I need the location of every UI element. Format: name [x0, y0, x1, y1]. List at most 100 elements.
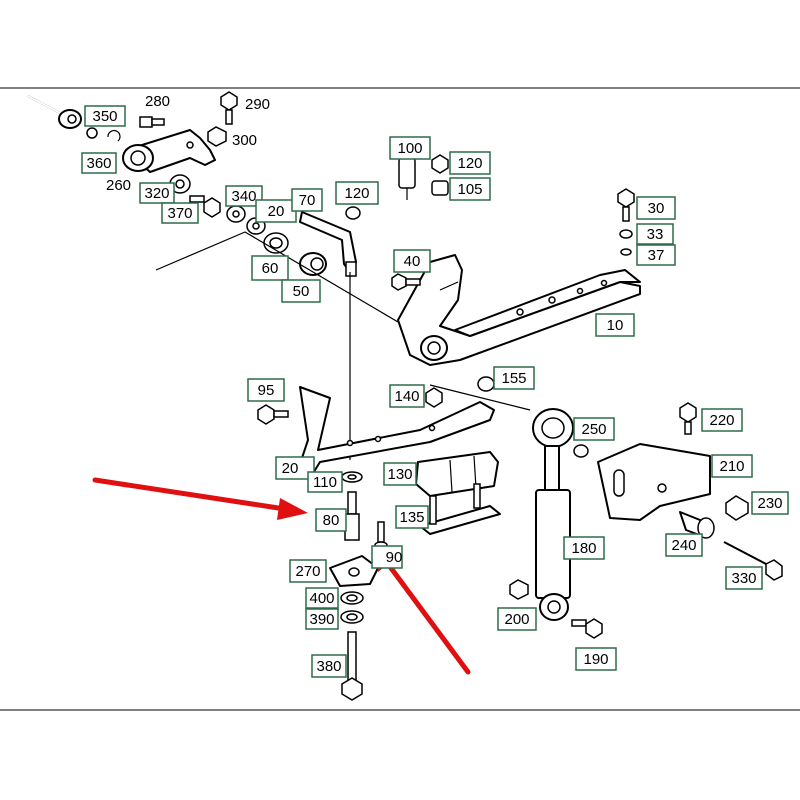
callout-37: 37 [636, 244, 676, 266]
svg-text:50: 50 [293, 283, 310, 300]
svg-text:360: 360 [86, 155, 111, 172]
callout-20-bottom: 20 [275, 456, 315, 480]
svg-text:10: 10 [607, 317, 624, 334]
mount-plate-135 [419, 483, 501, 535]
stud-80 [344, 491, 360, 541]
svg-text:90: 90 [386, 549, 403, 566]
callout-340: 340 [225, 185, 263, 207]
svg-text:95: 95 [258, 382, 275, 399]
svg-text:400: 400 [309, 590, 334, 607]
svg-text:20: 20 [282, 460, 299, 477]
svg-text:280: 280 [145, 93, 170, 110]
callout-135: 135 [395, 505, 429, 529]
svg-text:120: 120 [457, 155, 482, 172]
callout-370: 370 [161, 202, 199, 224]
callout-33: 33 [636, 223, 674, 245]
svg-text:37: 37 [648, 247, 665, 264]
callout-360: 360 [81, 152, 117, 174]
bracket-210 [597, 443, 711, 521]
bolt-380 [341, 631, 363, 701]
callout-60: 60 [251, 255, 289, 281]
callout-280: 280 [145, 93, 170, 110]
svg-text:30: 30 [648, 200, 665, 217]
callout-95: 95 [247, 378, 285, 402]
svg-text:370: 370 [167, 205, 192, 222]
svg-text:250: 250 [581, 421, 606, 438]
svg-text:33: 33 [647, 226, 664, 243]
strut-180 [532, 408, 574, 621]
svg-text:140: 140 [394, 388, 419, 405]
callout-190: 190 [575, 647, 617, 671]
callout-330: 330 [725, 566, 763, 590]
callouts: 350 360 320 370 340 20 70 120 100 120 10… [81, 93, 789, 678]
svg-text:60: 60 [262, 260, 279, 277]
svg-text:220: 220 [709, 412, 734, 429]
callout-30: 30 [636, 196, 676, 220]
callout-320: 320 [139, 182, 175, 204]
ring-155 [477, 376, 495, 392]
svg-text:40: 40 [404, 253, 421, 270]
svg-text:300: 300 [232, 132, 257, 149]
callout-40: 40 [393, 249, 431, 273]
bolt-290 [220, 91, 238, 125]
bushings-340-20 [226, 205, 266, 235]
bracket-70 [299, 211, 357, 277]
washers-320-370 [169, 174, 221, 218]
svg-text:320: 320 [144, 185, 169, 202]
callout-180: 180 [563, 536, 605, 560]
callout-290: 290 [245, 96, 270, 113]
callout-300: 300 [232, 132, 257, 149]
svg-text:80: 80 [323, 512, 340, 529]
nut-200 [509, 579, 529, 600]
callout-155: 155 [493, 366, 535, 390]
bolt-30-washers [617, 188, 635, 256]
callout-105: 105 [449, 177, 491, 201]
callout-380: 380 [311, 654, 347, 678]
callout-240: 240 [665, 533, 703, 557]
red-arrow-upper [92, 477, 308, 520]
svg-text:270: 270 [295, 563, 320, 580]
svg-text:190: 190 [583, 651, 608, 668]
callout-220: 220 [701, 408, 743, 432]
callout-260: 260 [106, 177, 131, 194]
svg-text:210: 210 [719, 458, 744, 475]
callout-70: 70 [291, 188, 323, 212]
callout-110: 110 [307, 471, 343, 493]
svg-text:70: 70 [299, 192, 316, 209]
svg-text:100: 100 [397, 140, 422, 157]
callout-130: 130 [383, 462, 417, 486]
callout-140: 140 [389, 384, 425, 408]
stud-90 [374, 521, 388, 549]
nut-230 [725, 495, 749, 521]
svg-text:340: 340 [231, 188, 256, 205]
lever-bracket [122, 129, 216, 173]
rod-end-assembly [27, 95, 121, 142]
svg-text:120: 120 [344, 185, 369, 202]
nuts-120-105 [431, 154, 449, 196]
rubber-mount-130 [415, 451, 499, 497]
washers-400-390 [340, 591, 364, 624]
bolt-40 [391, 273, 421, 291]
callout-200: 200 [497, 607, 537, 631]
callout-400: 400 [305, 587, 339, 609]
svg-text:380: 380 [316, 658, 341, 675]
svg-text:110: 110 [313, 474, 337, 491]
callout-100: 100 [389, 136, 431, 160]
washer-120-left [345, 206, 361, 220]
bushing-240 [679, 511, 715, 539]
callout-90: 90 [371, 545, 403, 569]
callout-250: 250 [573, 417, 615, 441]
svg-text:350: 350 [92, 108, 117, 125]
svg-text:20: 20 [268, 203, 285, 220]
leader-line-a [155, 231, 399, 323]
bolt-95 [257, 404, 289, 425]
callout-270: 270 [289, 559, 327, 583]
spacer-100 [398, 157, 416, 200]
callout-350: 350 [84, 105, 126, 127]
svg-text:230: 230 [757, 495, 782, 512]
callout-120-right: 120 [449, 151, 491, 175]
main-bracket-10 [397, 254, 641, 366]
svg-text:135: 135 [399, 509, 424, 526]
callout-50: 50 [281, 279, 321, 303]
